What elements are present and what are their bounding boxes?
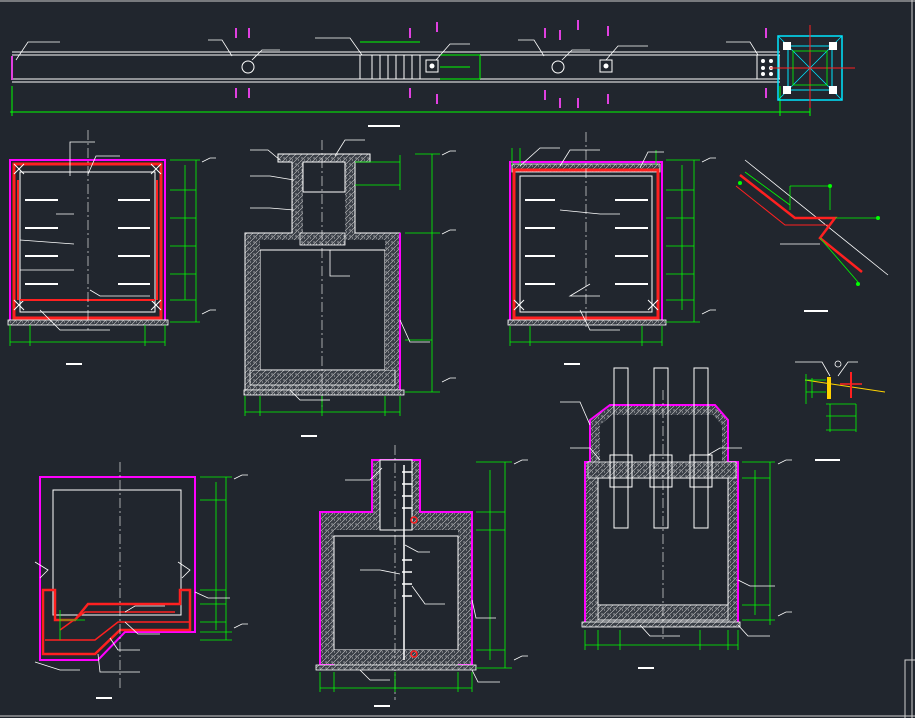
section-upper-middle[interactable] (243, 139, 456, 437)
section-lower-middle-dimensions (319, 461, 512, 692)
small-node-dimensions (805, 374, 857, 432)
section-upper-middle-leaders (250, 139, 456, 437)
plan-strip-leaders (15, 37, 759, 127)
section-lower-middle[interactable] (315, 445, 528, 707)
section-upper-left[interactable] (7, 130, 216, 365)
section-upper-right-dimensions (509, 148, 700, 346)
section-lower-left-leaders (34, 474, 248, 699)
node-reference-line (804, 379, 886, 393)
pile-cap-plan[interactable] (770, 25, 855, 108)
section-upper-right-leaders (519, 147, 716, 365)
section-lower-left-dimensions (59, 476, 232, 641)
pile-columns (609, 367, 713, 529)
section-upper-middle-dimensions (244, 153, 440, 416)
plan-strip[interactable] (10, 20, 855, 127)
section-lower-right[interactable] (560, 367, 792, 669)
section-upper-left-dimensions (9, 159, 200, 346)
plan-strip-holes (429, 59, 773, 76)
section-lower-left[interactable] (34, 462, 248, 699)
section-cut-markers (11, 20, 767, 108)
rebar-bend-dimensions (744, 171, 878, 283)
small-node-detail[interactable] (795, 360, 886, 461)
section-lower-right-leaders (560, 401, 792, 669)
section-upper-left-leaders (19, 141, 216, 365)
section-lower-right-dimensions (584, 461, 775, 650)
section-upper-right[interactable] (507, 132, 716, 365)
rebar-bend-detail[interactable] (735, 159, 889, 312)
rebar-bend-points (738, 181, 880, 286)
section-lower-middle-leaders (345, 459, 528, 707)
